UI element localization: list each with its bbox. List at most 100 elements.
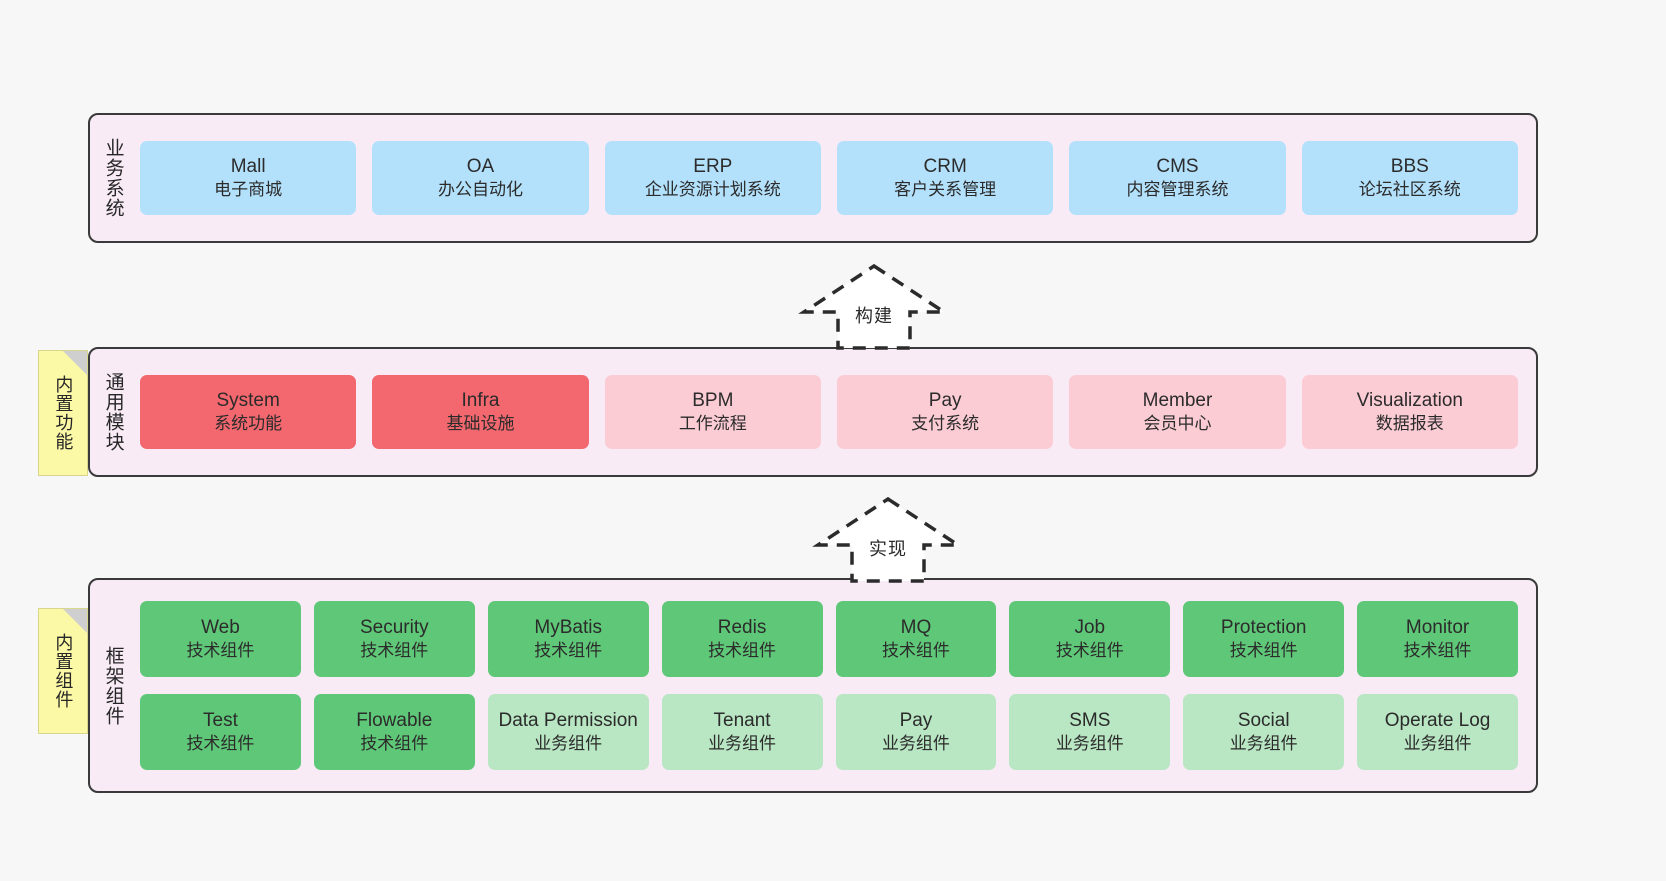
card-subtitle: 技术组件: [881, 641, 950, 661]
card-subtitle: 技术组件: [360, 641, 429, 661]
connector-implement: 实现: [812, 495, 964, 583]
card-system[interactable]: System 系统功能: [140, 375, 357, 449]
card-pay[interactable]: Pay 支付系统: [836, 375, 1054, 449]
card-title: Monitor: [1405, 616, 1470, 638]
card-title: Social: [1237, 709, 1290, 731]
card-subtitle: 业务组件: [1403, 734, 1472, 754]
card-title: Member: [1142, 389, 1213, 411]
card-social[interactable]: Social 业务组件: [1183, 694, 1345, 770]
card-subtitle: 技术组件: [708, 641, 777, 661]
card-subtitle: 技术组件: [1229, 641, 1298, 661]
card-mall[interactable]: Mall 电子商城: [140, 141, 357, 215]
card-title: Visualization: [1356, 389, 1463, 411]
card-title: Pay: [928, 389, 962, 411]
layer-title-business-system: 业务系统: [102, 138, 124, 218]
card-subtitle: 业务组件: [534, 734, 603, 754]
card-infra[interactable]: Infra 基础设施: [372, 375, 589, 449]
card-subtitle: 工作流程: [678, 414, 747, 434]
card-mq[interactable]: MQ 技术组件: [835, 601, 997, 677]
layer-common-module: 通用模块 System 系统功能 Infra 基础设施 BPM 工作流程 Pay…: [88, 347, 1538, 477]
card-subtitle: 技术组件: [1403, 641, 1472, 661]
note-builtin-components: 内置组件: [38, 608, 88, 734]
note-label: 内置组件: [53, 633, 74, 709]
card-test[interactable]: Test 技术组件: [140, 694, 301, 770]
card-tenant[interactable]: Tenant 业务组件: [661, 694, 823, 770]
card-visualization[interactable]: Visualization 数据报表: [1301, 375, 1518, 449]
card-subtitle: 业务组件: [881, 734, 950, 754]
connector-implement-label: 实现: [869, 539, 907, 559]
card-bbs[interactable]: BBS 论坛社区系统: [1301, 141, 1518, 215]
card-subtitle: 数据报表: [1375, 414, 1444, 434]
card-protection[interactable]: Protection 技术组件: [1183, 601, 1345, 677]
card-sms[interactable]: SMS 业务组件: [1009, 694, 1171, 770]
card-subtitle: 系统功能: [214, 414, 283, 434]
layer-body-common-module: System 系统功能 Infra 基础设施 BPM 工作流程 Pay 支付系统…: [136, 349, 1536, 475]
card-web[interactable]: Web 技术组件: [140, 601, 301, 677]
card-title: Tenant: [713, 709, 771, 731]
card-operate-log[interactable]: Operate Log 业务组件: [1357, 694, 1518, 770]
card-job[interactable]: Job 技术组件: [1009, 601, 1171, 677]
card-title: Security: [359, 616, 429, 638]
card-title: MQ: [900, 616, 932, 638]
card-title: Mall: [230, 155, 266, 177]
card-subtitle: 办公自动化: [437, 180, 523, 200]
card-title: Protection: [1220, 616, 1307, 638]
card-subtitle: 业务组件: [1055, 734, 1124, 754]
card-flowable[interactable]: Flowable 技术组件: [313, 694, 475, 770]
card-title: Infra: [461, 389, 500, 411]
card-subtitle: 内容管理系统: [1126, 180, 1229, 200]
card-title: BPM: [692, 389, 734, 411]
card-cms[interactable]: CMS 内容管理系统: [1069, 141, 1286, 215]
card-subtitle: 电子商城: [214, 180, 283, 200]
card-title: ERP: [693, 155, 733, 177]
layer-framework-component: 框架组件 Web 技术组件 Security 技术组件 MyBatis 技术组件…: [88, 578, 1538, 793]
card-title: Pay: [899, 709, 933, 731]
card-data-permission[interactable]: Data Permission 业务组件: [487, 694, 649, 770]
layer-title-common-module: 通用模块: [102, 372, 124, 452]
card-crm[interactable]: CRM 客户关系管理: [836, 141, 1054, 215]
layer-title-framework-component: 框架组件: [102, 645, 124, 726]
layer-body-business-system: Mall 电子商城 OA 办公自动化 ERP 企业资源计划系统 CRM 客户关系…: [136, 115, 1536, 241]
card-subtitle: 客户关系管理: [894, 180, 997, 200]
card-erp[interactable]: ERP 企业资源计划系统: [604, 141, 821, 215]
card-title: Data Permission: [498, 709, 638, 731]
card-pay-business[interactable]: Pay 业务组件: [835, 694, 997, 770]
card-row: System 系统功能 Infra 基础设施 BPM 工作流程 Pay 支付系统…: [140, 375, 1518, 449]
card-monitor[interactable]: Monitor 技术组件: [1357, 601, 1518, 677]
note-fold-corner: [63, 609, 87, 633]
card-subtitle: 基础设施: [446, 414, 515, 434]
card-title: System: [216, 389, 280, 411]
card-title: OA: [466, 155, 495, 177]
card-title: Test: [203, 709, 238, 731]
card-subtitle: 技术组件: [1055, 641, 1124, 661]
card-row: Mall 电子商城 OA 办公自动化 ERP 企业资源计划系统 CRM 客户关系…: [140, 141, 1518, 215]
card-title: SMS: [1069, 709, 1111, 731]
card-title: BBS: [1390, 155, 1429, 177]
card-title: Operate Log: [1384, 709, 1491, 731]
card-subtitle: 技术组件: [534, 641, 603, 661]
card-title: Job: [1074, 616, 1106, 638]
card-subtitle: 技术组件: [186, 734, 255, 754]
card-security[interactable]: Security 技术组件: [313, 601, 475, 677]
connector-build: 构建: [798, 262, 950, 350]
card-oa[interactable]: OA 办公自动化: [372, 141, 589, 215]
card-subtitle: 技术组件: [360, 734, 429, 754]
card-subtitle: 支付系统: [911, 414, 980, 434]
note-builtin-features: 内置功能: [38, 350, 88, 476]
card-row: Web 技术组件 Security 技术组件 MyBatis 技术组件 Redi…: [140, 601, 1518, 677]
card-redis[interactable]: Redis 技术组件: [661, 601, 823, 677]
card-subtitle: 企业资源计划系统: [644, 180, 781, 200]
card-title: CRM: [923, 155, 967, 177]
card-bpm[interactable]: BPM 工作流程: [604, 375, 821, 449]
note-fold-corner: [63, 351, 87, 375]
card-mybatis[interactable]: MyBatis 技术组件: [487, 601, 649, 677]
card-member[interactable]: Member 会员中心: [1069, 375, 1286, 449]
layer-business-system: 业务系统 Mall 电子商城 OA 办公自动化 ERP 企业资源计划系统 CRM…: [88, 113, 1538, 243]
card-title: Web: [201, 616, 240, 638]
card-title: Flowable: [356, 709, 433, 731]
card-subtitle: 业务组件: [708, 734, 777, 754]
card-title: Redis: [717, 616, 767, 638]
layer-body-framework-component: Web 技术组件 Security 技术组件 MyBatis 技术组件 Redi…: [136, 580, 1536, 791]
card-title: CMS: [1156, 155, 1199, 177]
